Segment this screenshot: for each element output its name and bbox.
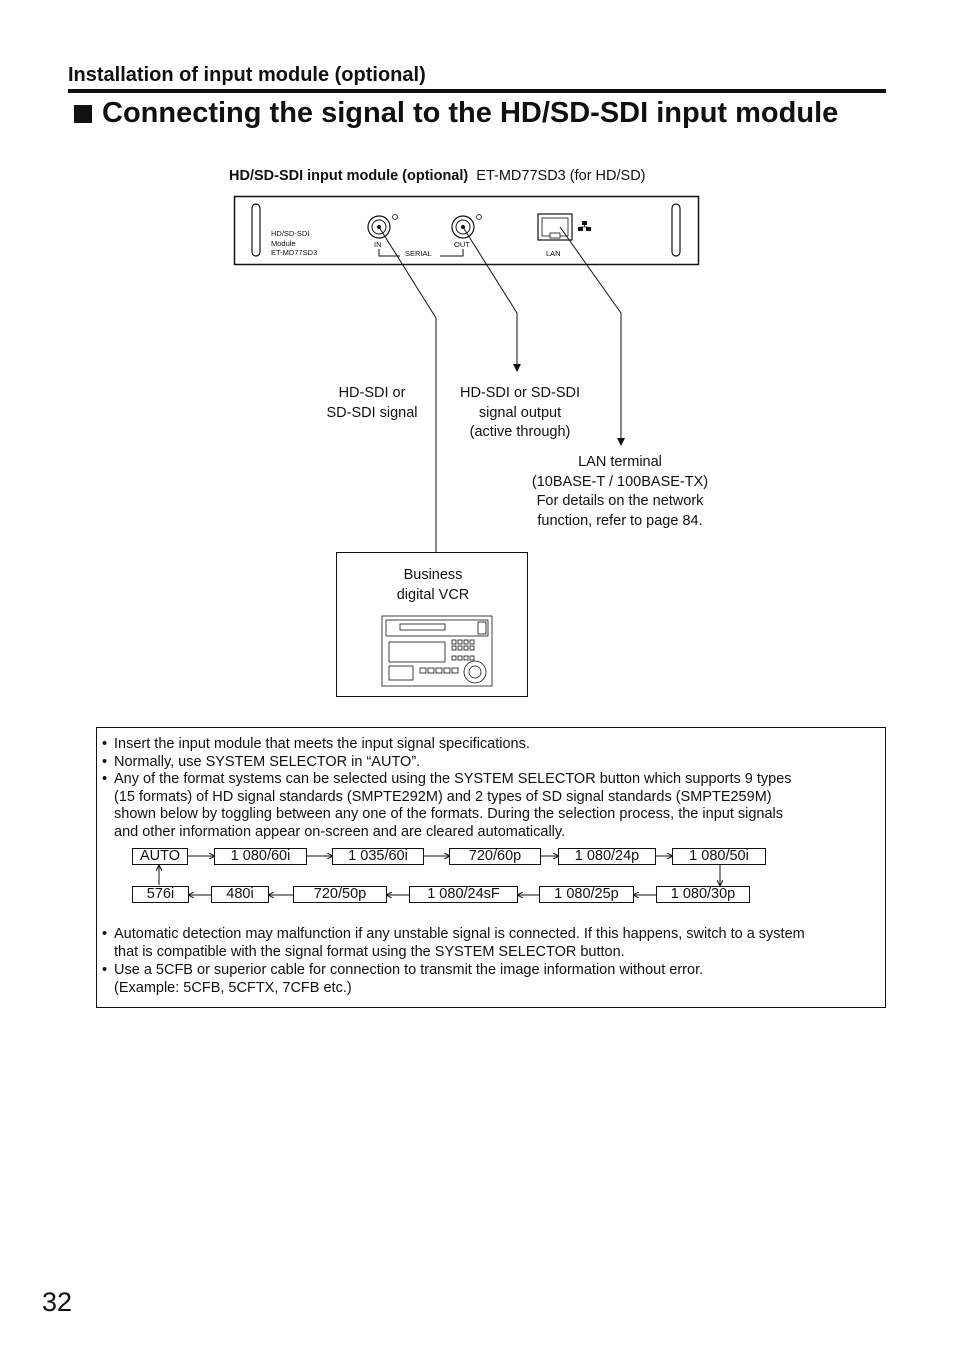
format-1080-25p: 1 080/25p [539,886,634,903]
panel-handle-left [251,203,261,257]
vcr-box [336,552,528,697]
vcr-label: Business digital VCR [372,566,494,605]
in-label: IN [374,240,382,249]
note-line: Insert the input module that meets the i… [114,736,530,752]
note-line: Normally, use SYSTEM SELECTOR in “AUTO”. [114,754,421,770]
format-576i: 576i [132,886,189,903]
lan-terminal-line-3: For details on the network [536,493,704,509]
section-rule [68,89,886,93]
note-line: Any of the format systems can be selecte… [114,771,792,787]
format-auto: AUTO [132,848,188,865]
lan-terminal-line-2: (10BASE-T / 100BASE-TX) [531,473,709,490]
output-signal-line-2: signal output [478,404,562,421]
input-signal-line-2: SD-SDI signal [326,404,418,421]
format-1080-24sf: 1 080/24sF [409,886,518,903]
note-line: (Example: 5CFB, 5CFTX, 7CFB etc.) [114,979,352,996]
out-connector-icon [451,214,482,239]
module-caption: HD/SD-SDI input module (optional) ET-MD7… [229,168,646,184]
panel-label-line-1: HD/SD-SDI [271,229,310,238]
format-1080-30p: 1 080/30p [656,886,750,903]
note-line: Automatic detection may malfunction if a… [114,926,805,942]
page-number: 32 [42,1287,73,1317]
note-line: shown below by toggling between any one … [114,806,784,822]
format-720-50p: 720/50p [293,886,387,903]
output-cable [462,226,521,372]
panel-label: HD/SD-SDI Module ET-MD77SD3 [271,229,317,258]
panel-handle-right [671,203,681,257]
network-icon [578,221,591,231]
format-1080-50i: 1 080/50i [672,848,766,865]
format-1080-24p: 1 080/24p [558,848,656,865]
vcr-label-line-2: digital VCR [396,586,470,603]
lan-terminal-line-4: function, refer to page 84. [537,512,703,529]
output-signal-line-3: (active through) [469,424,571,440]
connection-diagram [233,195,700,687]
vcr-label-line-1: Business [403,567,463,583]
panel-label-line-3: ET-MD77SD3 [271,248,318,257]
output-signal-label: HD-SDI or SD-SDI signal output (active t… [445,384,595,443]
page-heading: Connecting the signal to the HD/SD-SDI i… [74,97,838,130]
section-title: Installation of input module (optional) [68,64,426,86]
lan-cable [559,226,625,446]
notes-box [96,727,886,1008]
format-1035-60i: 1 035/60i [332,848,424,865]
module-panel [233,195,700,266]
lan-terminal-line-1: LAN terminal [578,454,662,470]
out-label: OUT [454,240,470,249]
note-line: (15 formats) of HD signal standards (SMP… [114,788,772,805]
format-cycle-arrows [96,840,886,920]
input-cable [378,226,437,552]
note-line: Use a 5CFB or superior cable for connect… [114,962,704,978]
lan-port-icon [537,213,573,241]
note-line: and other information appear on-screen a… [114,823,566,840]
lan-label: LAN [546,249,561,258]
note-line: that is compatible with the signal forma… [114,943,625,960]
format-720-60p: 720/60p [449,848,541,865]
serial-label: SERIAL [405,249,432,258]
input-signal-label: HD-SDI or SD-SDI signal [312,384,432,423]
format-480i: 480i [211,886,269,903]
output-signal-line-1: HD-SDI or SD-SDI [459,385,581,401]
vcr-illustration-icon [381,615,493,687]
module-caption-bold: HD/SD-SDI input module (optional) [229,168,469,184]
module-caption-model: ET-MD77SD3 (for HD/SD) [476,168,646,184]
panel-label-line-2: Module [271,238,296,248]
lan-terminal-label: LAN terminal (10BASE-T / 100BASE-TX) For… [515,453,725,531]
input-signal-line-1: HD-SDI or [338,385,406,401]
format-1080-60i: 1 080/60i [214,848,307,865]
heading-square-icon [74,104,92,123]
page-heading-text: Connecting the signal to the HD/SD-SDI i… [102,97,839,129]
